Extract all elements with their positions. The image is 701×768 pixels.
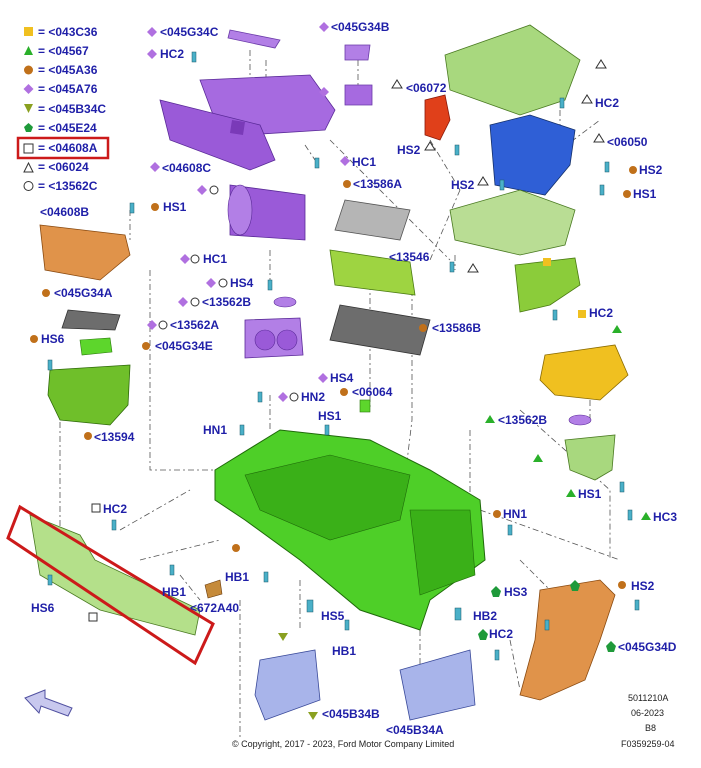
label-hs6-a: HS6 [41,332,65,346]
footer-date: 06-2023 [631,708,665,718]
label-672a40: <672A40 [190,601,240,615]
footer-rev: B8 [645,723,657,733]
blue-bracket-left [254,649,321,721]
label-06050: <06050 [607,135,648,149]
label-hc2-right: HC2 [595,96,620,110]
legend-item-04608a: = <04608A [38,141,98,155]
side-trim-part [29,514,201,636]
label-hc1-b: HC1 [203,252,228,266]
label-hc2-bottom: HC2 [489,627,514,641]
label-04608c: <04608C [162,161,212,175]
cupholder-insert-part [564,434,616,481]
blue-hinge-part [489,114,576,196]
lid-liner-part [449,189,576,256]
lid-cover-part [444,24,581,116]
footer-figure: F0359259-04 [621,739,675,749]
purple-cupholder-part [244,317,304,359]
label-hs1-a: HS1 [633,187,657,201]
fasteners [47,51,640,661]
label-hc2-top: HC2 [160,47,185,61]
lime-tray-part [329,249,416,296]
label-04608b: <04608B [40,205,90,219]
footer-code: 5011210A [628,693,669,703]
label-hc2-left: HC2 [103,502,128,516]
orange-mat-part [39,224,131,281]
highlight-box-trim [6,504,215,666]
orange-panel-part [519,579,616,701]
label-045g34b: <045G34B [331,20,390,34]
yellow-bezel-part [539,344,629,401]
label-hb1-b: HB1 [162,585,187,599]
legend-item-06024: = <06024 [38,160,89,174]
label-045b34b: <045B34B [322,707,380,721]
label-hc1-a: HC1 [352,155,377,169]
gray-mat-bottom [329,304,431,356]
label-045g34e: <045G34E [155,339,213,353]
purple-box-part [227,184,306,241]
top-rail-part [227,29,373,106]
label-hs2-a: HS2 [397,143,421,157]
green-bin-part [47,337,131,426]
label-hs4-b: HS4 [330,371,354,385]
label-hs2-c: HS2 [451,178,475,192]
direction-arrow-icon [24,689,73,717]
label-hs3: HS3 [504,585,528,599]
purple-frame-part [159,74,336,171]
label-hs1-c: HS1 [318,409,342,423]
label-06072: <06072 [406,81,447,95]
label-hn1-b: HN1 [503,507,528,521]
label-hn2: HN2 [301,390,326,404]
footer-copyright: © Copyright, 2017 - 2023, Ford Motor Com… [232,739,455,749]
main-console-part [214,429,486,631]
label-13586a: <13586A [353,177,403,191]
label-hc2-mid: HC2 [589,306,614,320]
label-13562b-a: <13562B [202,295,252,309]
legend-symbols [23,27,34,191]
legend-item-043c36: = <043C36 [38,25,98,39]
blue-bracket-right [399,649,476,721]
label-045g34d: <045G34D [618,640,677,654]
legend-item-045a76: = <045A76 [38,82,98,96]
green-bracket-part [514,257,581,313]
label-045g34a: <045G34A [54,286,113,300]
legend-item-04567: = <04567 [38,44,89,58]
label-13594: <13594 [94,430,135,444]
legend-item-045a36: = <045A36 [38,63,98,77]
label-045b34a: <045B34A [386,723,444,737]
label-13562a: <13562A [170,318,220,332]
label-hb2: HB2 [473,609,498,623]
label-06064: <06064 [352,385,393,399]
label-045g34c: <045G34C [160,25,219,39]
purple-plug-part-right [568,414,592,426]
callout-symbols [30,22,651,720]
purple-plug-part [273,296,297,308]
label-hs5: HS5 [321,609,345,623]
highlight-box-legend [16,136,110,160]
label-hs1-b: HS1 [163,200,187,214]
label-hc3: HC3 [653,510,678,524]
red-latch-part [424,94,451,141]
legend-item-045e24: = <045E24 [38,121,97,135]
legend-item-045b34c: = <045B34C [38,102,107,116]
label-13546: <13546 [389,250,430,264]
label-hb1-c: HB1 [332,644,357,658]
label-13562b-b: <13562B [498,413,548,427]
label-hs2-d: HS2 [631,579,655,593]
small-clip-part [204,579,223,599]
label-hb1-a: HB1 [225,570,250,584]
gray-pad-left [61,309,121,331]
label-hs2-b: HS2 [639,163,663,177]
small-green-clip [359,399,371,413]
label-13586b: <13586B [432,321,482,335]
legend-item-13562c: = <13562C [38,179,98,193]
label-hs1-d: HS1 [578,487,602,501]
label-hs4-a: HS4 [230,276,254,290]
label-hs6-b: HS6 [31,601,55,615]
gray-mat-top [334,199,411,241]
label-hn1-a: HN1 [203,423,228,437]
